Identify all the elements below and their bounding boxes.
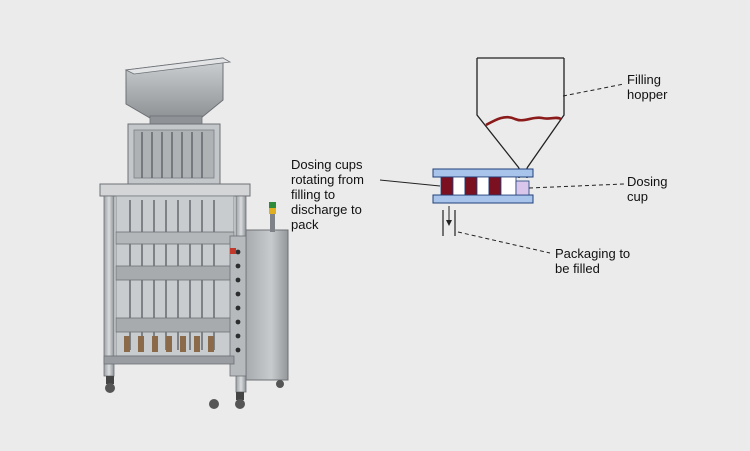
product-level-line (485, 115, 562, 127)
dosing-cup-empty-2 (476, 176, 490, 196)
leader-line-rotation (379, 179, 441, 187)
dosing-cup-full-2 (464, 176, 478, 196)
dosing-plate-top (432, 168, 534, 178)
leader-line-dosing-cup (528, 183, 625, 189)
leader-line-packaging (457, 231, 551, 254)
dosing-cup-full-1 (440, 176, 454, 196)
filling-hopper-label: Filling hopper (627, 72, 668, 102)
packaging-tube-shape (442, 206, 456, 236)
packaging-label: Packaging to be filled (555, 246, 631, 276)
leader-line-hopper (562, 83, 625, 97)
dosing-cup-empty-3 (500, 176, 517, 196)
dosing-cups-rotating-label: Dosing cups rotating from filling to dis… (291, 157, 364, 232)
dosing-plate-bottom (432, 194, 534, 204)
dosing-cup-label: Dosing cup (627, 174, 668, 204)
packing-machine-icon (99, 57, 289, 409)
dosing-cup-filling (515, 180, 530, 196)
dosing-cup-empty-1 (452, 176, 466, 196)
dosing-cup-full-3 (488, 176, 502, 196)
